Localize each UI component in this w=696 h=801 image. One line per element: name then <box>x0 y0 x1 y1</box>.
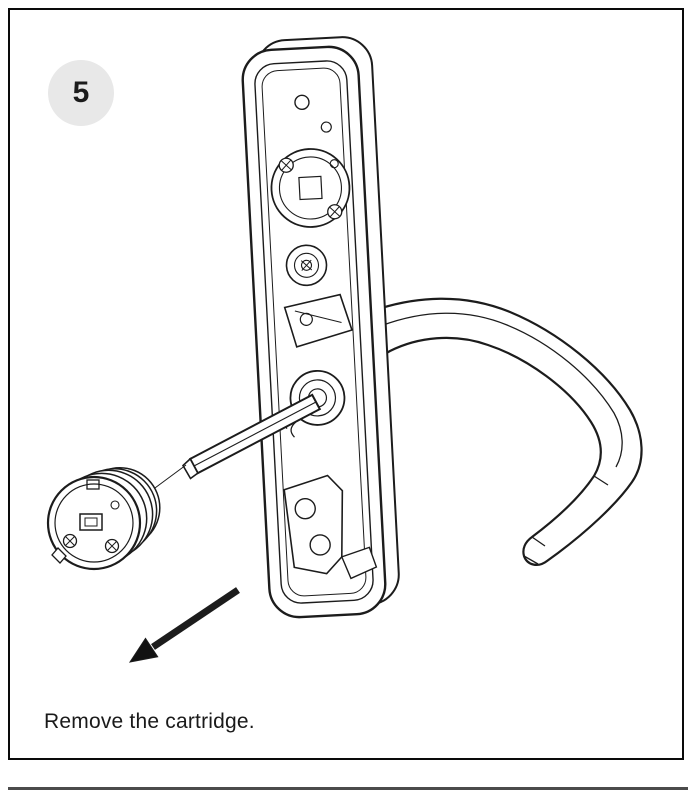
mid-hub <box>285 244 328 287</box>
latch-piece <box>340 546 378 580</box>
mounting-bracket <box>283 474 378 580</box>
instruction-panel: 5 <box>8 8 684 760</box>
instruction-caption: Remove the cartridge. <box>44 710 255 733</box>
cartridge <box>46 466 161 571</box>
page-divider <box>8 787 688 790</box>
linkage-bracket <box>283 293 353 348</box>
step-number-badge: 5 <box>48 60 114 126</box>
instruction-illustration <box>46 36 643 663</box>
spindle-tip <box>181 457 199 480</box>
removal-arrow <box>128 587 240 663</box>
cam-slot <box>79 513 103 531</box>
step-number: 5 <box>72 76 90 109</box>
top-hole-small <box>320 121 332 133</box>
edge-tab <box>51 547 67 564</box>
spindle-hub <box>282 370 346 438</box>
chassis-inner-frame <box>254 60 374 604</box>
spindle <box>181 393 322 480</box>
top-hole <box>294 94 310 111</box>
edge-notch <box>86 479 100 490</box>
upper-lock-mechanism <box>270 148 351 228</box>
lever-handle <box>362 297 643 566</box>
lock-chassis <box>241 36 400 619</box>
